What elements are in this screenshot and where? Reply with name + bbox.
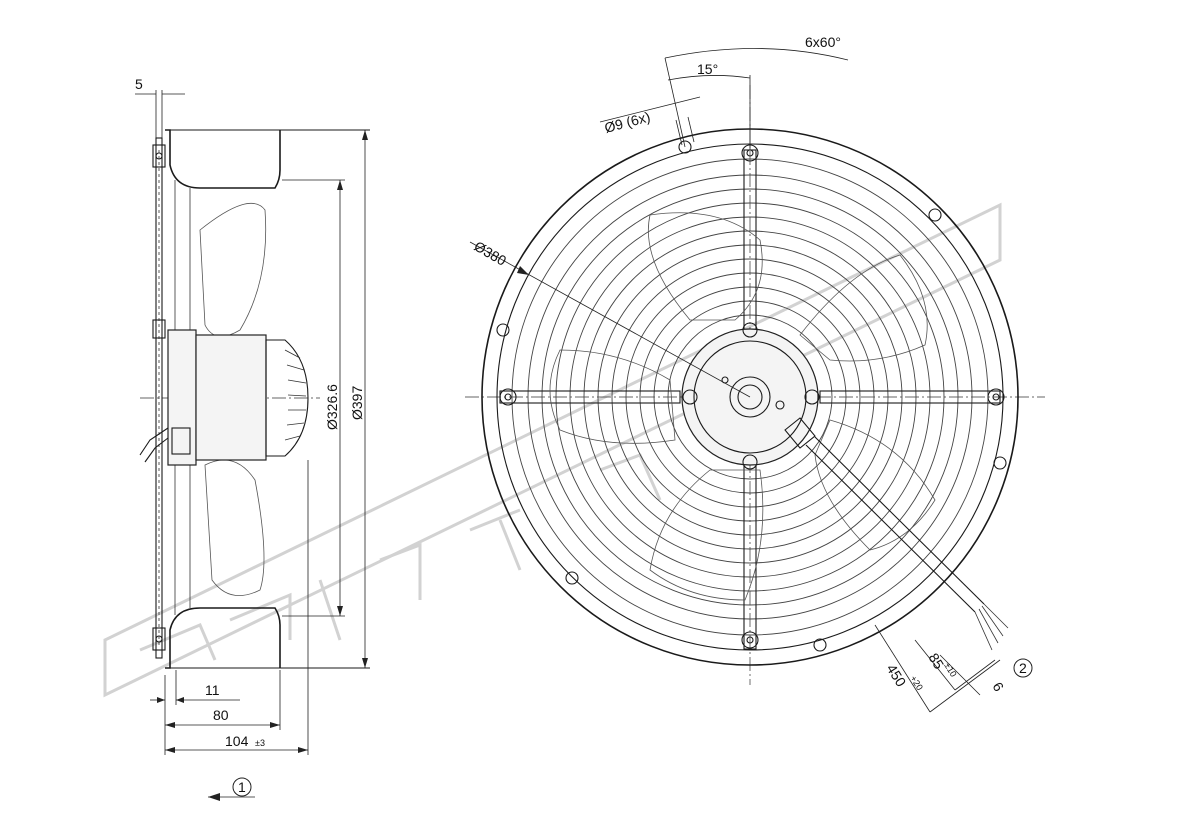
mounting-flange (155, 137, 163, 659)
dim-total-depth-tol: ±3 (255, 738, 265, 748)
bolt-hole-right (987, 388, 1005, 406)
motor-body (195, 334, 267, 461)
front-view: 6x60° 15° Ø9 (6x) Ø380 450 +20 85 ±10 6 … (465, 34, 1045, 713)
blade-side-upper (199, 203, 267, 337)
view-marker-2-label: 2 (1019, 660, 1027, 676)
dim-outer-diameter: Ø397 (349, 386, 365, 420)
dim-cable-length: 450 (883, 661, 909, 689)
motor-cap (265, 339, 309, 457)
dim-offset-11: 11 (205, 682, 220, 698)
dim-wire-end: 6 (989, 679, 1007, 694)
dim-depth-80: 80 (213, 707, 229, 723)
blade-side-lower (204, 459, 265, 597)
view-marker-1 (232, 777, 252, 797)
flange-lug-bottom (152, 627, 166, 651)
dim-bolt-circle-leader (469, 241, 751, 398)
bolt-hole-bottom (741, 631, 759, 649)
view-marker-2 (1013, 658, 1033, 678)
housing-top (165, 129, 281, 189)
housing-bottom (165, 607, 281, 669)
dim-angle-hole-pattern: 6x60° (805, 34, 841, 50)
flange-lug-top (152, 144, 166, 168)
dim-inner-diameter: Ø326.6 (324, 384, 340, 430)
mounting-holes (496, 140, 1007, 652)
cable-gland (139, 427, 169, 463)
bolt-hole-left (499, 388, 517, 406)
impeller-blades (549, 212, 936, 601)
side-view: 5 Ø326.6 Ø397 11 80 104 ±3 (135, 76, 370, 801)
dim-angle-offset: 15° (697, 61, 718, 77)
dim-angle-arc (664, 48, 849, 61)
dim-strip-length: 85 (925, 650, 947, 672)
dim-hole-diameter: Ø9 (6x) (603, 108, 652, 136)
dim-strip-length-tol: ±10 (942, 661, 958, 679)
dim-bolt-circle: Ø380 (472, 238, 510, 269)
view-marker-1-label: 1 (238, 779, 246, 795)
cable (784, 417, 1009, 651)
dim-flange-thickness: 5 (135, 76, 143, 92)
dim-cable-length-tol: +20 (908, 674, 925, 692)
dim-total-depth: 104 (225, 733, 249, 749)
motor-flange (167, 329, 197, 466)
motor-hub (681, 322, 820, 470)
